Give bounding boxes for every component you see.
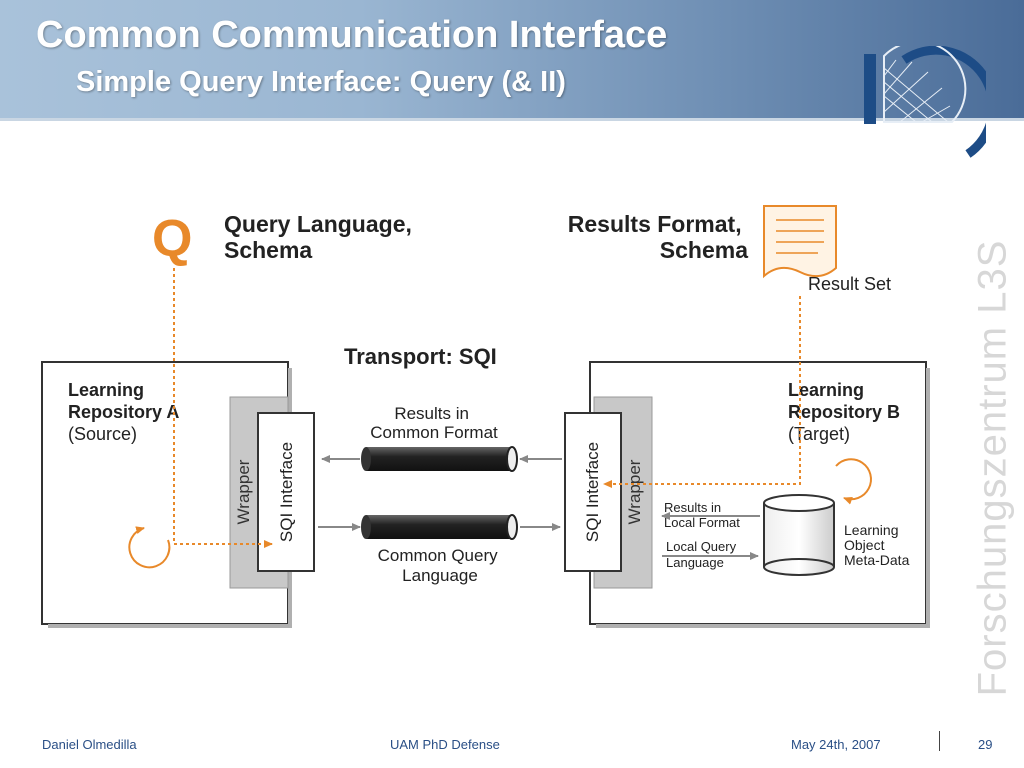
- metadata-line2: Object: [844, 537, 885, 553]
- results-common-label: Results in Common Format: [370, 404, 498, 442]
- query-language-label: Query Language, Schema: [224, 211, 418, 263]
- metadata-line3: Meta-Data: [844, 552, 910, 568]
- repository-b-label: Learning Repository B (Target): [788, 380, 905, 444]
- slide-subtitle: Simple Query Interface: Query (& II): [76, 66, 566, 98]
- repo-b-line3: (Target): [788, 424, 850, 444]
- results-format-line1: Results Format,: [568, 211, 742, 237]
- metadata-label: Learning Object Meta-Data: [844, 522, 910, 568]
- results-format-line2: Schema: [660, 237, 748, 263]
- wrapper-b-label: Wrapper: [625, 459, 644, 524]
- results-common-line1: Results in: [394, 404, 469, 423]
- loop-b-icon: [835, 458, 872, 505]
- query-flow-line: [173, 268, 273, 548]
- query-pipe: [361, 514, 518, 540]
- footer-author: Daniel Olmedilla: [42, 737, 137, 752]
- results-local-line1: Results in: [664, 500, 721, 515]
- result-set-label: Result Set: [808, 274, 891, 294]
- sqi-interface-b-label: SQI Interface: [583, 442, 602, 542]
- footer-date: May 24th, 2007: [791, 737, 881, 752]
- repo-b-line2: Repository B: [788, 402, 900, 422]
- query-language-line1: Query Language,: [224, 211, 412, 237]
- common-query-label: Common Query Language: [378, 546, 503, 585]
- local-query-line2: Language: [666, 555, 724, 570]
- repo-a-line3: (Source): [68, 424, 137, 444]
- results-format-label: Results Format, Schema: [568, 211, 748, 263]
- query-q-icon: Q: [152, 210, 192, 268]
- l3s-logo-icon: [864, 46, 986, 158]
- results-local-line2: Local Format: [664, 515, 740, 530]
- results-local-label: Results in Local Format: [664, 500, 740, 530]
- footer-separator: [939, 731, 940, 751]
- page-number: 29: [978, 737, 993, 752]
- footer-event: UAM PhD Defense: [390, 737, 500, 752]
- sqi-interface-b-box: [564, 412, 622, 572]
- results-common-line2: Common Format: [370, 423, 498, 442]
- wrapper-a-label: Wrapper: [234, 459, 253, 524]
- results-pipe: [361, 446, 518, 472]
- local-query-line1: Local Query: [666, 539, 737, 554]
- slide-title: Common Communication Interface: [36, 14, 668, 56]
- metadata-line1: Learning: [844, 522, 899, 538]
- document-icon: [763, 205, 837, 279]
- local-query-label: Local Query Language: [666, 539, 740, 570]
- repo-b-line1: Learning: [788, 380, 864, 400]
- result-flow-line: [603, 296, 801, 488]
- common-query-line1: Common Query: [378, 546, 498, 565]
- repo-a-line1: Learning: [68, 380, 144, 400]
- repository-a-label: Learning Repository A (Source): [68, 380, 184, 444]
- repo-a-line2: Repository A: [68, 402, 179, 422]
- loop-a-icon: [128, 526, 171, 569]
- common-query-line2: Language: [402, 566, 478, 585]
- sqi-interface-a-label: SQI Interface: [277, 442, 296, 542]
- query-language-line2: Schema: [224, 237, 312, 263]
- header-banner: Common Communication Interface Simple Qu…: [0, 0, 1024, 121]
- transport-label: Transport: SQI: [344, 344, 497, 369]
- metadata-database-icon: [763, 494, 835, 576]
